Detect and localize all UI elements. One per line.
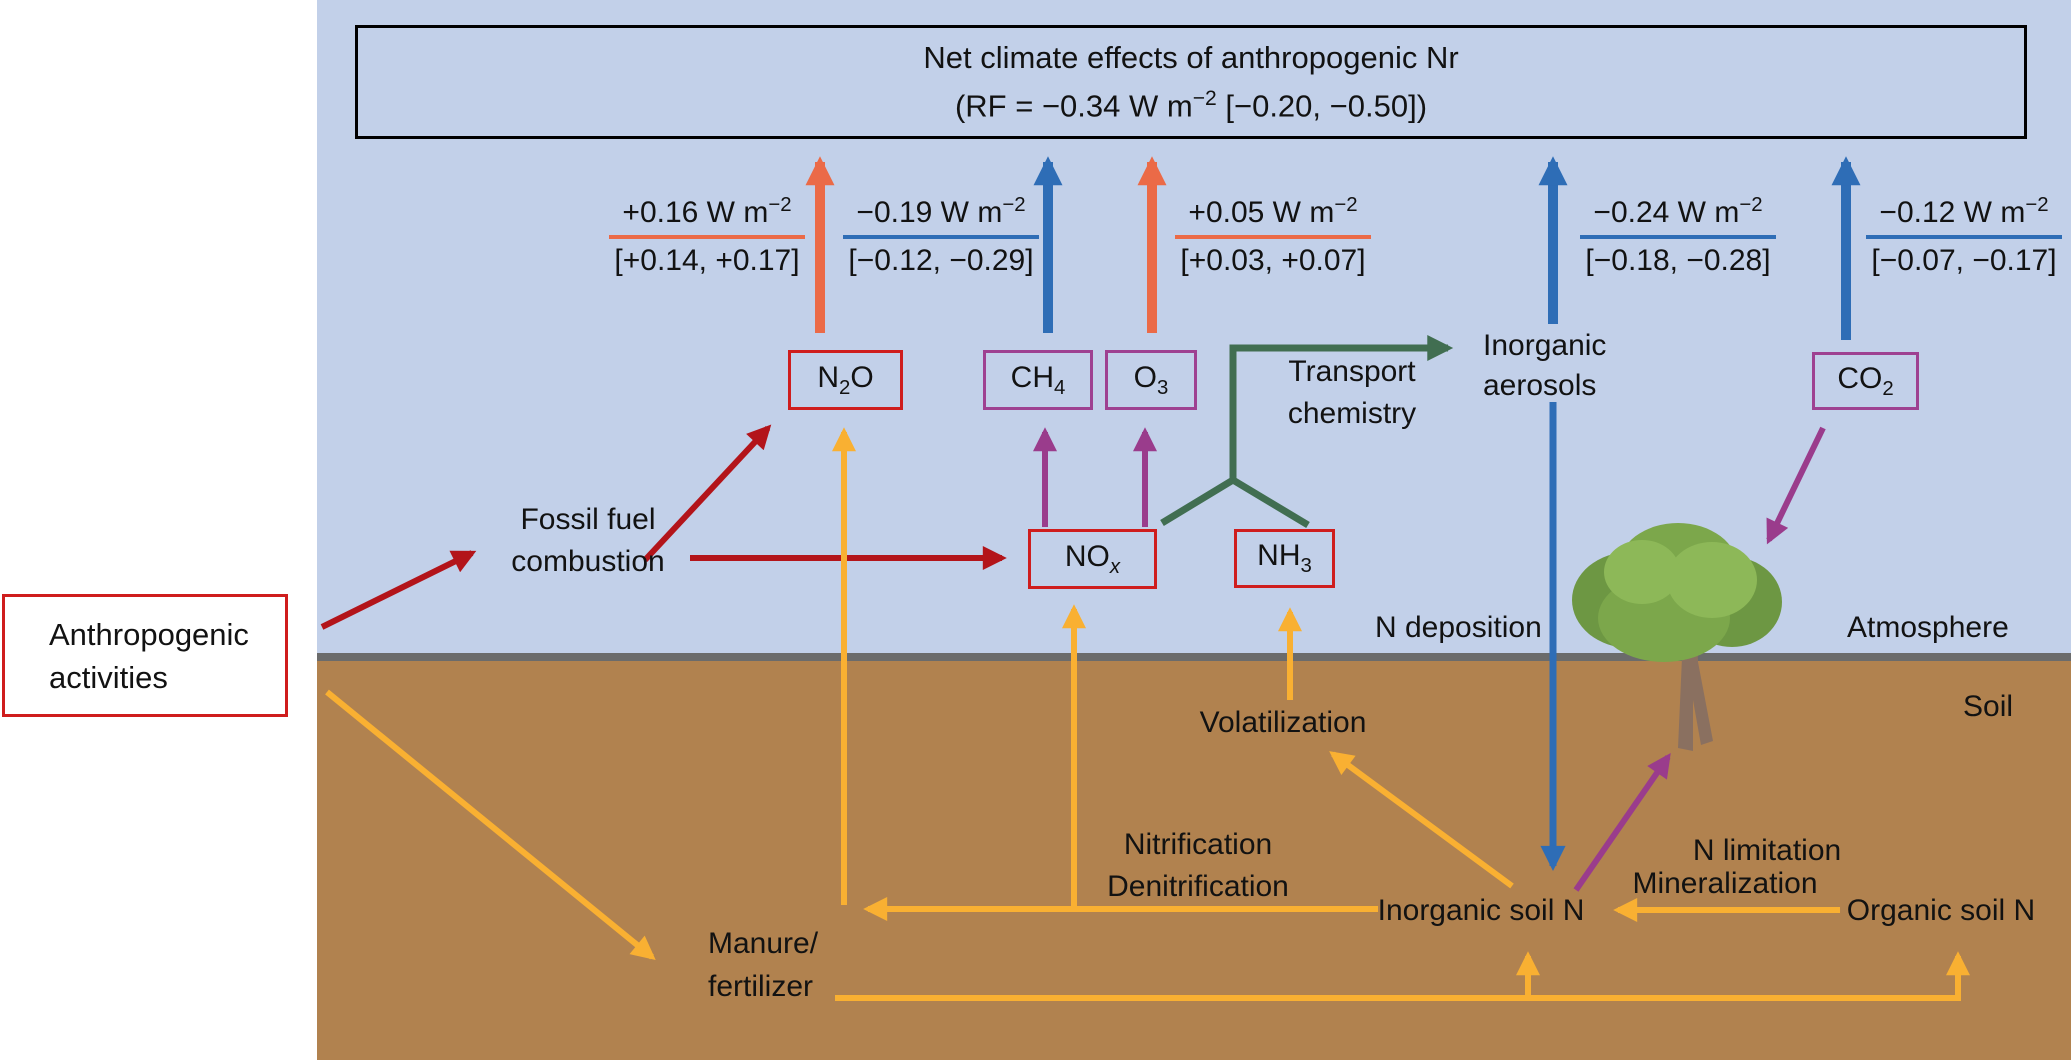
fossil-to-n2o-arrow [642,424,772,563]
soil-background [317,661,2071,1060]
transport-chemistry-label: Transport chemistry [1287,355,1417,430]
rf-range: [−0.07, −0.17] [1871,244,2057,277]
anthropogenic-to-fossil-arrow [320,550,477,630]
rf-label-ch4: −0.19 W m−2 [−0.12, −0.29] [843,194,1039,278]
co2-formula: CO2 [1837,361,1894,400]
o3-box: O3 [1105,350,1197,410]
ground-surface-line [317,653,2071,661]
ch4-formula: CH4 [1010,360,1066,399]
n2o-formula: N2O [817,360,874,399]
rf-value: −0.12 W m−2 [1866,194,2062,239]
n-limitation-label: N limitation [1692,834,1842,867]
mineralization-label: Mineralization [1632,867,1818,900]
rf-label-co2: −0.12 W m−2 [−0.07, −0.17] [1866,194,2062,278]
inorganic-soil-n-label: Inorganic soil N [1377,894,1585,927]
rf-label-n2o: +0.16 W m−2 [+0.14, +0.17] [609,194,805,278]
rf-value: +0.16 W m−2 [609,194,805,239]
n2o-box: N2O [788,350,903,410]
rf-range: [−0.12, −0.29] [848,244,1034,277]
rf-range: [+0.03, +0.07] [1180,244,1366,277]
anthropogenic-activities-box: Anthropogenic activities [2,594,288,717]
rf-label-o3: +0.05 W m−2 [+0.03, +0.07] [1175,194,1371,278]
rf-value: +0.05 W m−2 [1175,194,1371,239]
title-line-1: Net climate effects of anthropogenic Nr [923,40,1459,76]
nitrification-denitrification-label: Nitrification Denitrification [1107,828,1289,903]
atmosphere-label: Atmosphere [1847,611,2009,644]
net-climate-effects-box: Net climate effects of anthropogenic Nr … [355,25,2027,139]
nox-formula: NOx [1064,539,1121,578]
rf-value: −0.19 W m−2 [843,194,1039,239]
soil-to-volatilization-arrow [1329,751,1514,889]
co2-box: CO2 [1812,352,1919,410]
n-deposition-label: N deposition [1375,611,1542,644]
soil-label: Soil [1963,690,2014,723]
fossil-fuel-combustion-label: Fossil fuel combustion [511,503,665,578]
rf-label-aerosols: −0.24 W m−2 [−0.18, −0.28] [1580,194,1776,278]
anthropogenic-to-manure-arrow [325,689,656,961]
tree-foliage [1667,542,1757,618]
atmosphere-background [317,0,2071,657]
anthropogenic-label-line-1: Anthropogenic [49,616,249,652]
tree-illustration [1572,523,1782,751]
manure-to-organic-soil-arrow [835,951,1970,1001]
o3-formula: O3 [1133,360,1169,399]
nh3-formula: NH3 [1257,539,1312,577]
nox-box: NOx [1028,529,1157,589]
rf-range: [−0.18, −0.28] [1585,244,1771,277]
co2-to-tree-arrow [1766,426,1826,545]
volatilization-label: Volatilization [1199,706,1367,739]
nh3-transport-branch [1231,476,1310,529]
rf-range: [+0.14, +0.17] [614,244,800,277]
anthropogenic-label-line-2: activities [49,659,168,695]
manure-fertilizer-label: Manure/ fertilizer [708,927,819,1003]
inorganic-aerosols-label: Inorganic aerosols [1483,329,1607,402]
n-limitation-arrow [1573,753,1671,892]
transport-chemistry-arrow [1160,335,1454,526]
nh3-box: NH3 [1234,529,1335,588]
ch4-box: CH4 [983,350,1093,410]
rf-value: −0.24 W m−2 [1580,194,1776,239]
tree-foliage [1604,540,1680,604]
organic-soil-n-label: Organic soil N [1846,894,2036,927]
title-line-2: (RF = −0.34 W m−2 [−0.20, −0.50]) [954,87,1428,124]
